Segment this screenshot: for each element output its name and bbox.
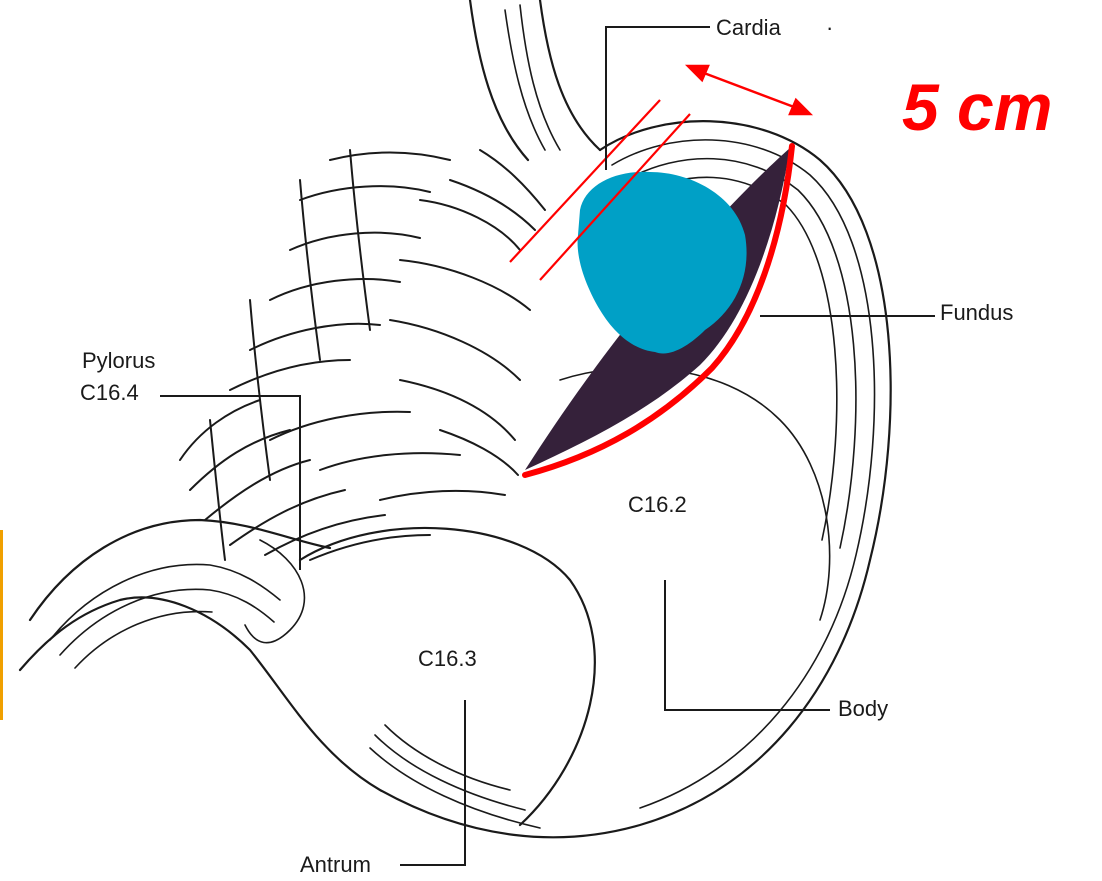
left-edge-marker — [0, 530, 3, 720]
measurement-label: 5 cm — [902, 70, 1052, 144]
gastric-folds — [180, 150, 545, 560]
label-pylorus-code: C16.4 — [80, 380, 139, 405]
label-antrum-code: C16.3 — [418, 646, 477, 671]
antrum-contour — [300, 528, 595, 825]
label-body-code: C16.2 — [628, 492, 687, 517]
measurement-arrow — [688, 66, 810, 114]
esophagus — [470, 0, 600, 160]
label-pylorus: Pylorus — [82, 348, 155, 373]
label-cardia: Cardia — [716, 15, 782, 40]
label-body: Body — [838, 696, 888, 721]
cardia-dot: · — [826, 15, 833, 40]
label-antrum: Antrum — [300, 852, 371, 877]
label-fundus: Fundus — [940, 300, 1013, 325]
